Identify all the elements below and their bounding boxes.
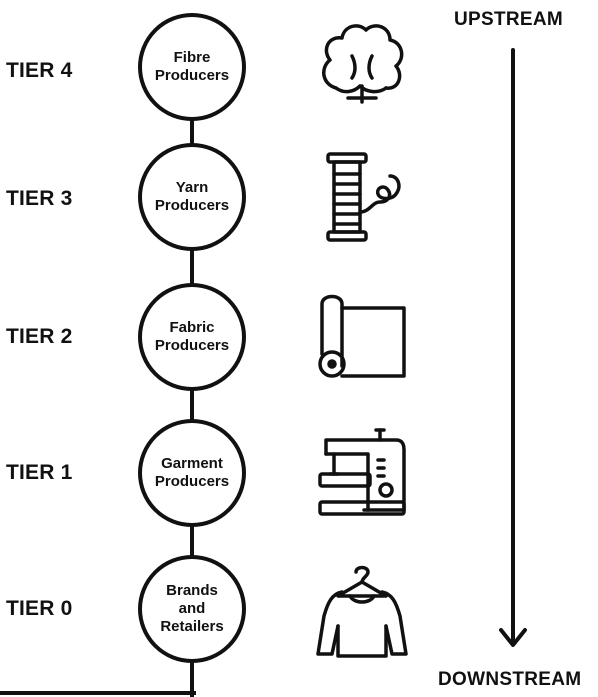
cotton-icon bbox=[322, 24, 404, 104]
downstream-label: DOWNSTREAM bbox=[438, 669, 582, 690]
stage-line: Producers bbox=[154, 197, 230, 214]
tier-label-2: TIER 2 bbox=[6, 325, 73, 348]
stage-line: and bbox=[178, 600, 206, 617]
stage-line: Fibre bbox=[173, 49, 211, 66]
direction-arrow bbox=[499, 48, 527, 647]
tier-label-0: TIER 0 bbox=[6, 597, 73, 620]
stage-garment-producers: Garment Producers bbox=[138, 419, 246, 527]
stage-yarn-producers: Yarn Producers bbox=[138, 143, 246, 251]
stage-line: Brands bbox=[166, 582, 218, 599]
tier-label-1: TIER 1 bbox=[6, 461, 73, 484]
stage-line: Producers bbox=[154, 67, 230, 84]
stage-brands-and-retailers: Brands and Retailers bbox=[138, 555, 246, 663]
fabric-roll-icon bbox=[318, 294, 406, 378]
stage-line: Retailers bbox=[160, 618, 224, 635]
sewing-machine-icon bbox=[318, 428, 406, 516]
stage-line: Fabric bbox=[169, 319, 215, 336]
tier-label-3: TIER 3 bbox=[6, 187, 73, 210]
stage-line: Garment bbox=[161, 455, 223, 472]
stage-fibre-producers: Fibre Producers bbox=[138, 13, 246, 121]
shirt-on-hanger-icon bbox=[316, 565, 408, 658]
stage-fabric-producers: Fabric Producers bbox=[138, 283, 246, 391]
spool-icon bbox=[326, 152, 401, 242]
stage-line: Yarn bbox=[175, 179, 209, 196]
upstream-label: UPSTREAM bbox=[454, 9, 564, 30]
stage-line: Producers bbox=[154, 337, 230, 354]
tier-label-4: TIER 4 bbox=[6, 59, 73, 82]
stage-line: Producers bbox=[154, 473, 230, 490]
